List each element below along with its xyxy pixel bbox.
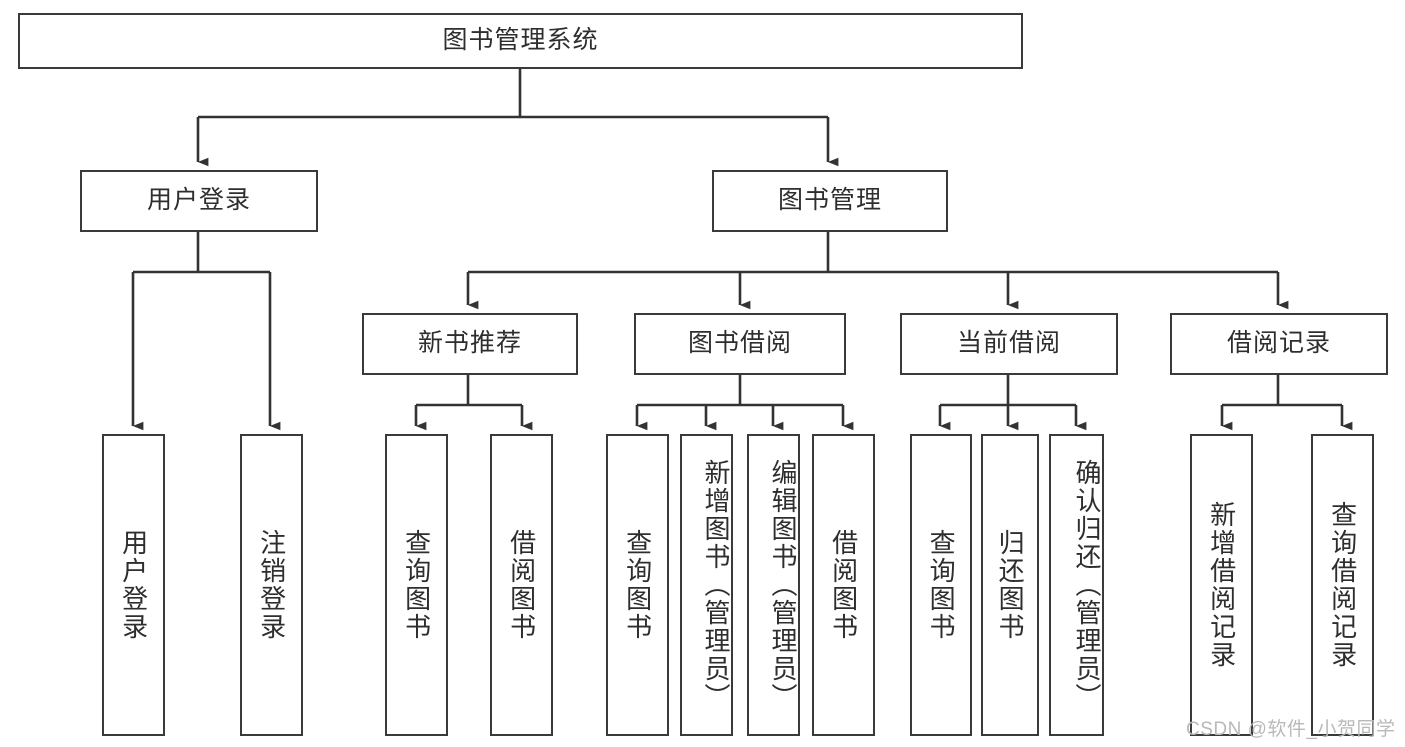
leaf-confirm-return-admin[interactable]: 确认归还（管理员） <box>1049 434 1104 736</box>
node-label: 借阅图书 <box>506 529 537 641</box>
node-label: 注销登录 <box>256 529 287 641</box>
leaf-add-book-admin[interactable]: 新增图书（管理员） <box>680 434 733 736</box>
node-label: 用户登录 <box>118 529 149 641</box>
node-borrow-record[interactable]: 借阅记录 <box>1170 313 1388 375</box>
node-label: 新增图书（管理员） <box>701 459 731 711</box>
node-current-borrow[interactable]: 当前借阅 <box>900 313 1118 375</box>
leaf-query-borrow-record[interactable]: 查询借阅记录 <box>1311 434 1374 736</box>
node-new-book-recommend[interactable]: 新书推荐 <box>362 313 578 375</box>
node-book-borrow[interactable]: 图书借阅 <box>634 313 846 375</box>
node-label: 确认归还（管理员） <box>1072 459 1102 711</box>
leaf-add-borrow-record[interactable]: 新增借阅记录 <box>1190 434 1253 736</box>
node-label: 用户登录 <box>146 186 251 215</box>
node-label: 图书管理 <box>777 186 882 215</box>
leaf-borrow-book-recommend[interactable]: 借阅图书 <box>490 434 553 736</box>
node-label: 新书推荐 <box>417 329 522 358</box>
leaf-query-book-borrow[interactable]: 查询图书 <box>606 434 669 736</box>
node-label: 编辑图书（管理员） <box>768 459 798 711</box>
node-user-login[interactable]: 用户登录 <box>80 170 318 232</box>
node-label: 借阅图书 <box>828 529 859 641</box>
leaf-user-logout[interactable]: 注销登录 <box>240 434 303 736</box>
node-label: 查询借阅记录 <box>1327 501 1358 669</box>
node-label: 新增借阅记录 <box>1206 501 1237 669</box>
leaf-query-book-current[interactable]: 查询图书 <box>910 434 972 736</box>
leaf-return-book[interactable]: 归还图书 <box>981 434 1039 736</box>
leaf-user-login[interactable]: 用户登录 <box>102 434 165 736</box>
node-label: 查询图书 <box>401 529 432 641</box>
leaf-borrow-book[interactable]: 借阅图书 <box>812 434 875 736</box>
node-root-book-management-system[interactable]: 图书管理系统 <box>18 13 1023 69</box>
leaf-edit-book-admin[interactable]: 编辑图书（管理员） <box>747 434 800 736</box>
node-book-manage[interactable]: 图书管理 <box>712 170 948 232</box>
leaf-query-book-recommend[interactable]: 查询图书 <box>385 434 448 736</box>
watermark-credit: CSDN @软件_小贺同学 <box>1186 719 1396 740</box>
node-label: 归还图书 <box>995 529 1026 641</box>
node-label: 图书借阅 <box>687 329 792 358</box>
node-label: 查询图书 <box>622 529 653 641</box>
node-label: 查询图书 <box>926 529 957 641</box>
node-label: 当前借阅 <box>956 329 1061 358</box>
node-label: 图书管理系统 <box>442 26 599 55</box>
node-label: 借阅记录 <box>1226 329 1331 358</box>
